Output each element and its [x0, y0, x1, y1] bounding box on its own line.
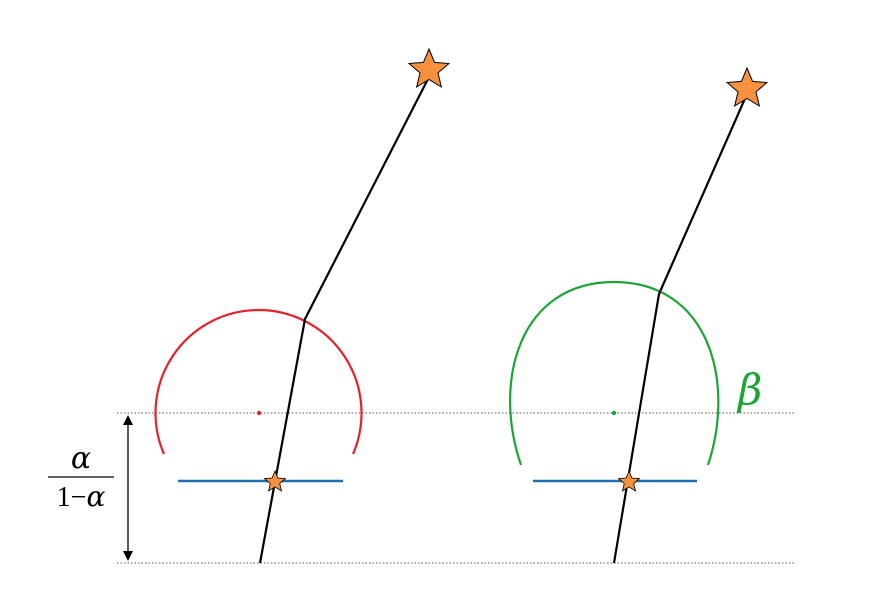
fraction-denominator-alpha: α — [86, 480, 105, 513]
fraction-denominator: 1−α — [57, 480, 106, 513]
star-icon — [407, 47, 451, 89]
left-ray-path — [258, 76, 430, 564]
right-arc-center-dot — [611, 410, 617, 416]
right-green-arc — [509, 280, 720, 466]
star-icon — [617, 469, 641, 492]
left-red-arc — [154, 309, 363, 455]
fraction-denominator-minus: − — [71, 482, 87, 513]
right-ray-path — [612, 93, 749, 564]
beta-label: β — [736, 365, 762, 414]
star-icon — [725, 66, 769, 108]
left-arc-center-dot — [256, 410, 262, 416]
fraction-numerator: α — [71, 441, 91, 476]
fraction-denominator-one: 1 — [57, 482, 71, 513]
star-icon — [263, 469, 287, 492]
